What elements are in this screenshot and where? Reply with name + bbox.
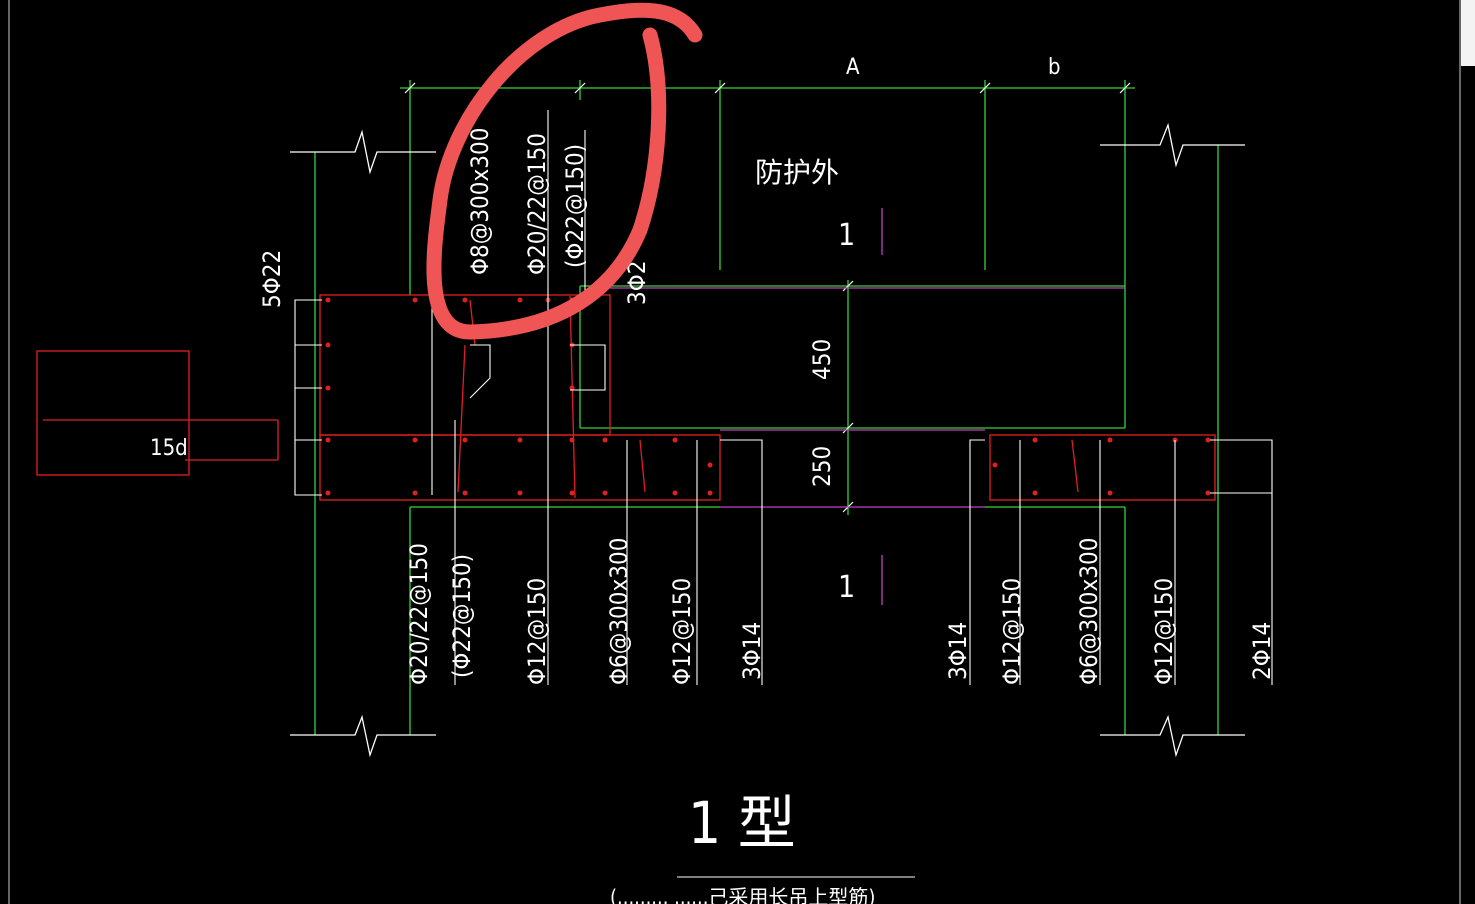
break-lines (290, 122, 1245, 758)
label-bottom-1: Φ20/22@150 (405, 543, 433, 685)
rebar-dots (325, 297, 1211, 496)
label-bottom-8: Φ12@150 (998, 578, 1026, 685)
label-bottom-4: Φ6@300x300 (605, 537, 633, 685)
magenta-lines (610, 208, 1125, 605)
label-a: A (846, 55, 860, 80)
dim-250: 250 (808, 446, 836, 487)
label-rebar-top-4: 3Φ2 (623, 261, 651, 305)
rebar-cage (36, 294, 1216, 501)
label-rebar-top-2: Φ20/22@150 (523, 133, 551, 275)
label-rebar-top-3: (Φ22@150) (561, 144, 589, 268)
label-bottom-3: Φ12@150 (523, 578, 551, 685)
label-bottom-11: 2Φ14 (1248, 622, 1276, 680)
section-mark-top: 1 (838, 218, 855, 253)
drawing-subtitle: (......... ......己采用长吊上型筋) (610, 885, 875, 904)
label-bottom-2: (Φ22@150) (448, 554, 476, 678)
side-panel (1461, 0, 1475, 66)
label-bottom-7: 3Φ14 (944, 622, 972, 680)
drawing-title: 1 型 (688, 789, 796, 857)
label-bottom-10: Φ12@150 (1150, 578, 1178, 685)
label-protect-outside: 防护外 (755, 156, 839, 189)
label-bottom-9: Φ6@300x300 (1075, 537, 1103, 685)
markup-circle (426, 2, 703, 340)
label-bottom-6: 3Φ14 (738, 622, 766, 680)
section-mark-bottom: 1 (838, 570, 855, 605)
label-bottom-5: Φ12@150 (668, 578, 696, 685)
label-rebar-left: 5Φ22 (258, 250, 286, 308)
leader-lines (294, 110, 1273, 878)
dim-450: 450 (808, 339, 836, 380)
dimension-ticks (404, 82, 1131, 513)
label-b: b (1048, 55, 1061, 80)
label-rebar-top-1: Φ8@300x300 (466, 127, 494, 275)
label-anchor-length: 15d (150, 436, 188, 461)
drawing-labels: A b 防护外 1 1 15d 5Φ22 Φ8@300x300 Φ20/22@1… (150, 55, 1276, 904)
